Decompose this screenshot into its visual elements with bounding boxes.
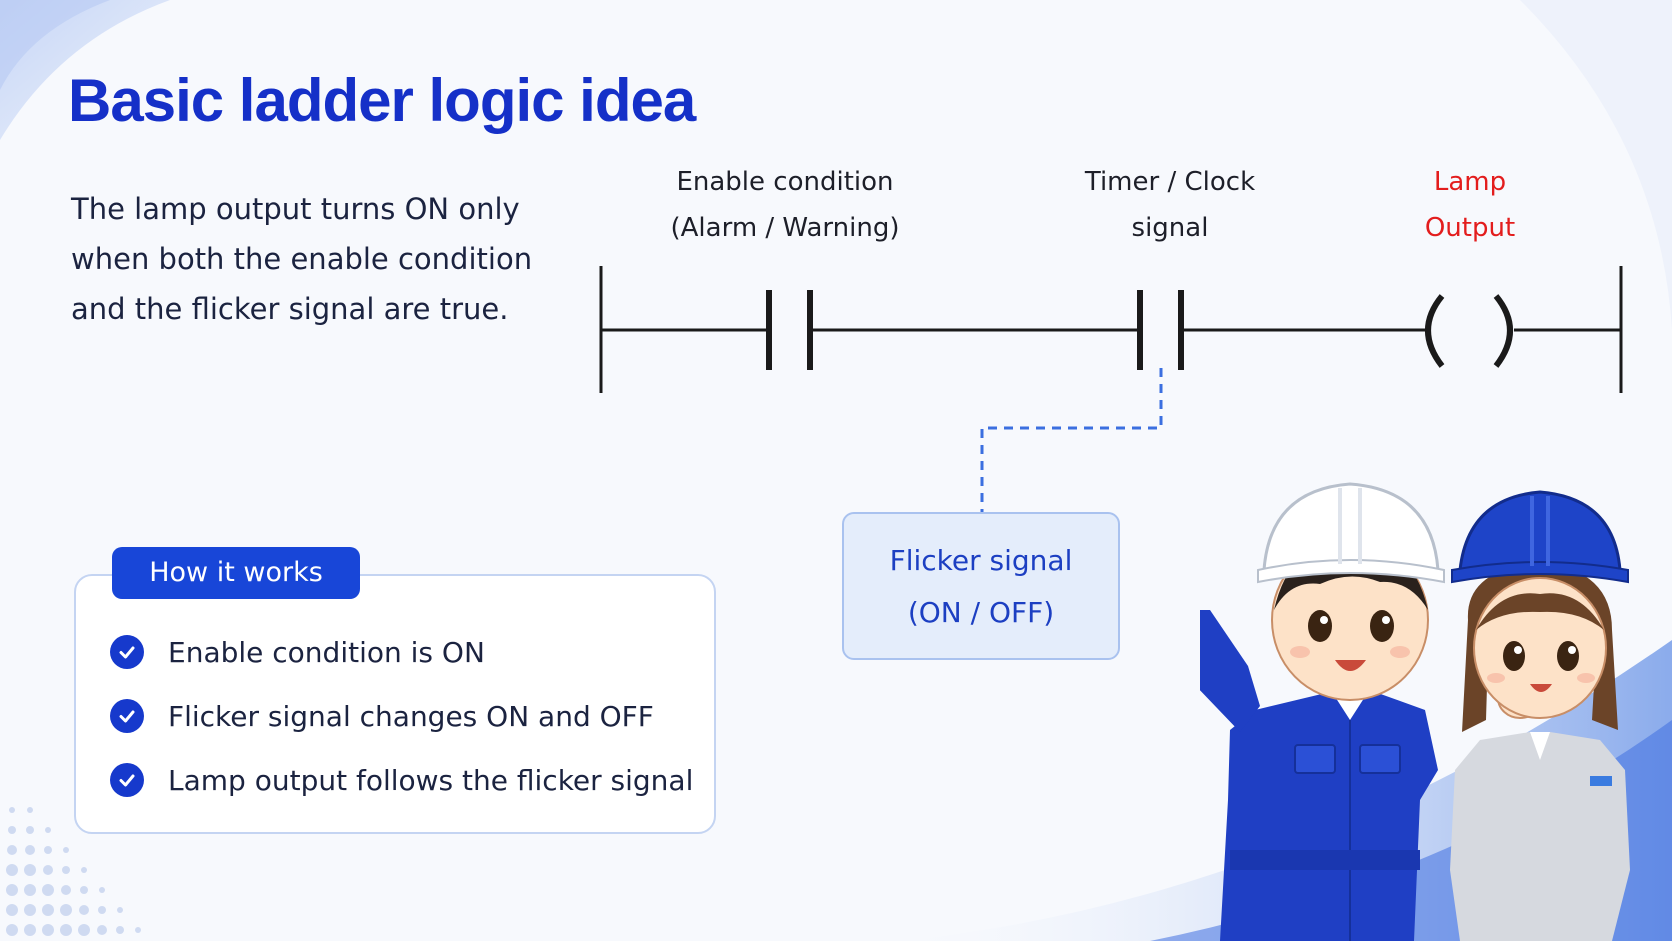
how-it-works-list: Enable condition is ON Flicker signal ch… [110,620,693,812]
list-item-text: Enable condition is ON [168,635,485,669]
check-circle-icon [110,699,144,733]
page-title: Basic ladder logic idea [68,67,696,134]
timer-clock-label: Timer / Clock signal [1040,159,1300,251]
intro-line: The lamp output turns ON only [71,192,520,226]
dot-pattern [6,807,141,936]
flicker-signal-box: Flicker signal (ON / OFF) [842,512,1120,660]
list-item-text: Flicker signal changes ON and OFF [168,699,654,733]
list-item: Enable condition is ON [110,620,693,684]
label-line: Lamp [1433,167,1507,197]
check-circle-icon [110,635,144,669]
intro-line: when both the enable condition [71,242,533,276]
worker-girl-figure [1450,490,1630,941]
intro-text: The lamp output turns ON only when both … [71,184,591,334]
enable-condition-label: Enable condition (Alarm / Warning) [640,159,930,251]
label-line: Enable condition [676,167,894,197]
label-line: (Alarm / Warning) [670,213,900,243]
list-item: Lamp output follows the flicker signal [110,748,693,812]
flicker-title: Flicker signal [889,544,1073,577]
how-it-works-card [74,574,716,834]
workers-illustration [1200,482,1630,941]
label-line: Output [1424,213,1516,243]
flicker-state: (ON / OFF) [907,596,1055,629]
label-line: signal [1131,213,1209,243]
list-item: Flicker signal changes ON and OFF [110,684,693,748]
lamp-coil-icon [1425,294,1513,368]
worker-boy-figure [1200,482,1445,941]
how-it-works-heading: How it works [112,547,360,599]
enable-contact-icon [766,290,813,370]
list-item-text: Lamp output follows the flicker signal [168,763,694,797]
check-circle-icon [110,763,144,797]
timer-contact-icon [1137,290,1184,370]
flicker-connector [980,368,1163,512]
lamp-output-label: Lamp Output [1380,159,1560,251]
intro-line: and the flicker signal are true. [71,292,509,326]
label-line: Timer / Clock [1084,167,1256,197]
